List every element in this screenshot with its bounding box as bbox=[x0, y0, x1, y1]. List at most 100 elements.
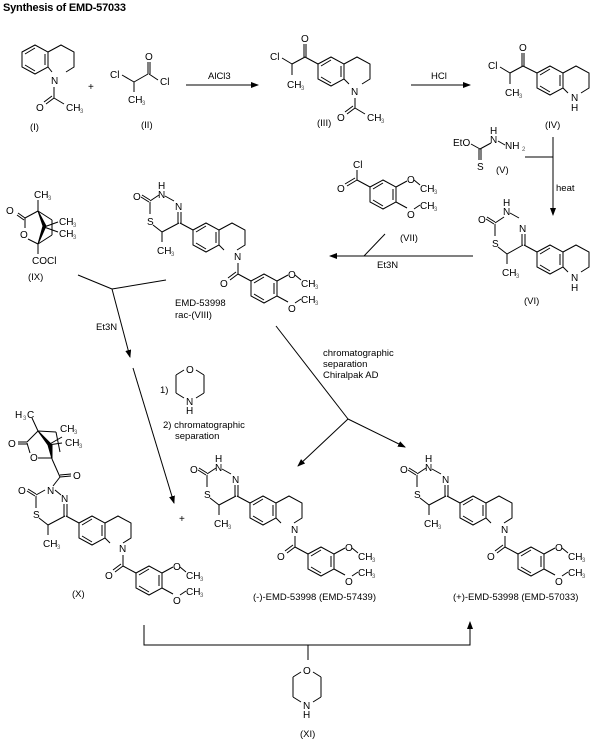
svg-text:Cl: Cl bbox=[110, 70, 119, 81]
svg-text:O: O bbox=[8, 439, 16, 450]
svg-text:N: N bbox=[119, 544, 126, 555]
svg-text:N: N bbox=[234, 252, 241, 263]
svg-text:CH: CH bbox=[214, 519, 228, 530]
svg-text:N: N bbox=[571, 93, 578, 104]
svg-text:3: 3 bbox=[74, 430, 78, 436]
svg-text:O: O bbox=[555, 577, 563, 588]
svg-text:3: 3 bbox=[73, 223, 77, 229]
svg-text:N: N bbox=[503, 207, 510, 218]
svg-text:N: N bbox=[490, 135, 497, 146]
svg-text:3: 3 bbox=[142, 101, 146, 107]
svg-text:O: O bbox=[173, 596, 181, 607]
svg-text:O: O bbox=[337, 113, 345, 124]
svg-text:O: O bbox=[73, 471, 81, 482]
label-plus-emd-53998: (+)-EMD-53998 (EMD-57033) bbox=[453, 592, 578, 603]
svg-text:CH: CH bbox=[66, 103, 80, 114]
svg-text:N: N bbox=[158, 190, 165, 201]
svg-text:O: O bbox=[186, 365, 194, 376]
svg-text:O: O bbox=[400, 465, 408, 476]
reagent-et3n-2: Et3N bbox=[96, 322, 117, 333]
label-III: (III) bbox=[317, 118, 331, 129]
svg-text:Cl: Cl bbox=[270, 52, 279, 63]
svg-text:O: O bbox=[173, 562, 181, 573]
svg-text:N: N bbox=[351, 87, 358, 98]
svg-text:H: H bbox=[571, 283, 578, 294]
reagent-et3n-1: Et3N bbox=[377, 260, 398, 271]
svg-text:O: O bbox=[478, 215, 486, 226]
svg-text:S: S bbox=[204, 490, 211, 501]
atom-N: N bbox=[51, 76, 58, 87]
svg-text:N: N bbox=[232, 475, 239, 486]
plus-sign: + bbox=[88, 82, 94, 93]
label-IV: (IV) bbox=[545, 120, 560, 131]
svg-text:N: N bbox=[303, 701, 310, 712]
svg-text:S: S bbox=[477, 162, 484, 173]
svg-text:CH: CH bbox=[301, 279, 315, 290]
svg-text:N: N bbox=[291, 525, 298, 536]
svg-text:separation: separation bbox=[175, 431, 219, 442]
svg-text:H: H bbox=[158, 181, 165, 192]
svg-text:O: O bbox=[345, 577, 353, 588]
label-I: (I) bbox=[30, 122, 39, 133]
svg-text:CH: CH bbox=[34, 190, 48, 201]
svg-text:NH: NH bbox=[505, 141, 519, 152]
svg-text:O: O bbox=[487, 552, 495, 563]
svg-text:1): 1) bbox=[160, 385, 168, 396]
svg-text:O: O bbox=[407, 175, 415, 186]
svg-text:CH: CH bbox=[43, 539, 57, 550]
svg-text:H: H bbox=[490, 126, 497, 137]
svg-text:CH: CH bbox=[505, 88, 519, 99]
svg-text:O: O bbox=[301, 34, 309, 45]
svg-text:3: 3 bbox=[519, 94, 523, 100]
svg-text:N: N bbox=[519, 224, 526, 235]
svg-text:O: O bbox=[303, 666, 311, 677]
svg-text:3: 3 bbox=[434, 190, 438, 196]
svg-text:CH: CH bbox=[128, 95, 142, 106]
svg-text:N: N bbox=[425, 463, 432, 474]
svg-text:Chiralpak AD: Chiralpak AD bbox=[323, 370, 379, 381]
svg-text:CH: CH bbox=[568, 552, 582, 563]
svg-text:3: 3 bbox=[315, 301, 319, 307]
svg-text:CH: CH bbox=[358, 552, 372, 563]
svg-text:O: O bbox=[105, 571, 113, 582]
svg-text:S: S bbox=[492, 239, 499, 250]
svg-text:3: 3 bbox=[228, 525, 232, 531]
svg-text:S: S bbox=[147, 217, 154, 228]
svg-text:3: 3 bbox=[372, 574, 376, 580]
svg-text:CH: CH bbox=[568, 568, 582, 579]
svg-text:Cl: Cl bbox=[160, 77, 169, 88]
svg-text:H: H bbox=[303, 710, 310, 721]
svg-text:CH: CH bbox=[59, 217, 73, 228]
svg-text:O: O bbox=[133, 192, 141, 203]
svg-text:H: H bbox=[503, 198, 510, 209]
svg-text:S: S bbox=[33, 510, 40, 521]
svg-text:CH: CH bbox=[59, 229, 73, 240]
svg-text:O: O bbox=[288, 270, 296, 281]
svg-text:3: 3 bbox=[80, 109, 84, 115]
svg-text:H: H bbox=[186, 406, 193, 417]
svg-text:2) chromatographic: 2) chromatographic bbox=[163, 420, 245, 431]
arrow-step6 bbox=[132, 367, 175, 504]
svg-text:O: O bbox=[20, 230, 28, 241]
svg-text:3: 3 bbox=[438, 525, 442, 531]
svg-text:O: O bbox=[220, 279, 228, 290]
arrow-to-minus bbox=[297, 418, 349, 467]
svg-text:O: O bbox=[190, 465, 198, 476]
svg-text:H: H bbox=[15, 410, 22, 421]
svg-text:3: 3 bbox=[315, 285, 319, 291]
svg-text:O: O bbox=[277, 552, 285, 563]
reagent-heat: heat bbox=[556, 183, 575, 194]
svg-text:O: O bbox=[18, 486, 26, 497]
svg-text:CH: CH bbox=[287, 80, 301, 91]
svg-text:3: 3 bbox=[171, 252, 175, 258]
svg-text:separation: separation bbox=[323, 359, 367, 370]
svg-text:3: 3 bbox=[582, 574, 586, 580]
plus-sign-2: + bbox=[179, 514, 185, 525]
svg-text:3: 3 bbox=[381, 119, 385, 125]
